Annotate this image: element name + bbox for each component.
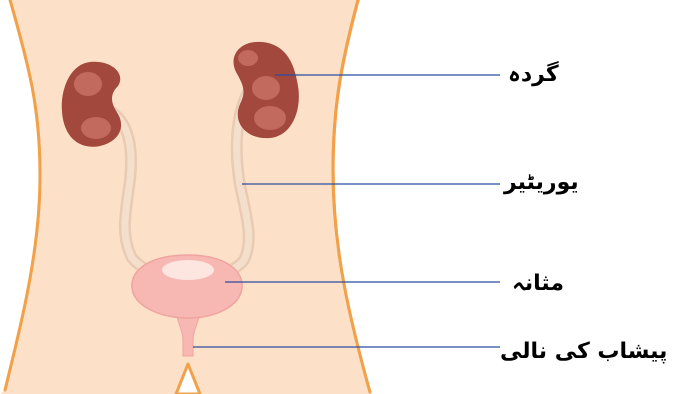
background-right: [335, 0, 680, 394]
right-kidney-highlight-middle: [252, 76, 280, 100]
left-kidney-highlight-bottom: [81, 117, 111, 139]
left-kidney-highlight-top: [74, 72, 102, 96]
ureter-label: یوریٹیر: [504, 172, 579, 194]
right-kidney-highlight-top: [238, 50, 258, 66]
urethra-label: پیشاب کی نالی: [500, 341, 667, 363]
bladder-highlight: [162, 260, 214, 280]
bladder-label: مثانہ: [512, 273, 564, 295]
kidney-label: گردہ: [508, 64, 559, 86]
right-kidney-highlight-bottom: [254, 106, 286, 130]
